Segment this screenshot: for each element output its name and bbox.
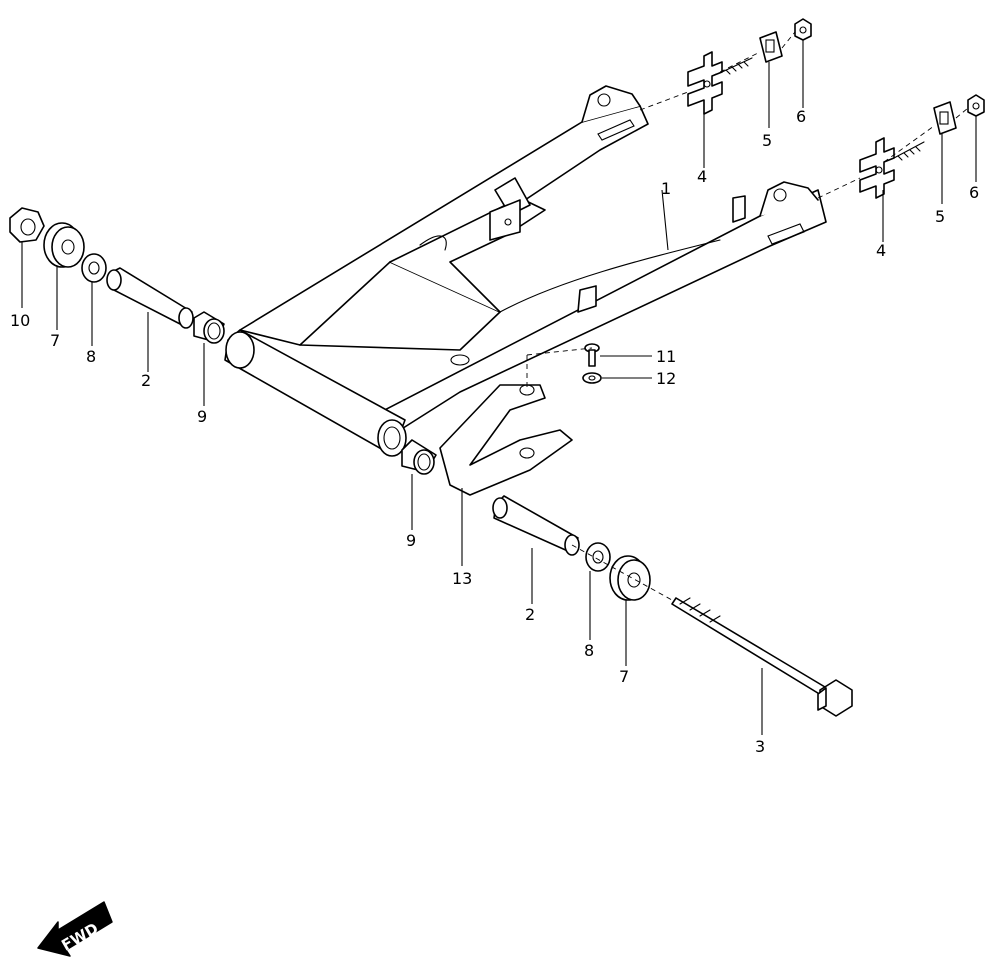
axis-line: [571, 544, 673, 601]
leader-lines: [21, 40, 977, 735]
collar-7-left: [43, 222, 85, 268]
callout-8-left: 8: [86, 347, 96, 366]
washer-8-left: [81, 253, 107, 283]
pivot-sleeve-2-left: [106, 267, 194, 329]
callout-5-upper: 5: [762, 131, 772, 150]
adjuster-bolt-lower: [893, 141, 925, 159]
callout-4-upper: 4: [697, 167, 707, 186]
callout-8-right: 8: [584, 641, 594, 660]
callout-5-lower: 5: [935, 207, 945, 226]
callout-12: 12: [656, 369, 676, 388]
needle-bearing-9-right: [401, 439, 437, 475]
washer-8-right: [585, 542, 611, 572]
callout-7-right: 7: [619, 667, 629, 686]
callout-labels: 1 2 2 3 4 4 5 5 6 6 7 7 8 8 9 9 10 11 12…: [10, 107, 979, 756]
callout-6-lower: 6: [969, 183, 979, 202]
screw-11: [584, 343, 600, 367]
callout-7-left: 7: [50, 331, 60, 350]
pivot-sleeve-2-right: [492, 495, 580, 556]
nut-10: [9, 207, 45, 243]
callout-4-lower: 4: [876, 241, 886, 260]
collar-7-right: [609, 555, 651, 601]
chain-slider: [439, 384, 573, 496]
callout-1: 1: [661, 179, 671, 198]
washer-12: [582, 372, 602, 384]
nut-6-lower: [967, 94, 985, 117]
callout-3: 3: [755, 737, 765, 756]
swingarm-frame: [224, 85, 827, 457]
chain-adjuster-4-lower: [859, 137, 895, 199]
nut-6-upper: [794, 18, 812, 41]
callout-11: 11: [656, 347, 676, 366]
callout-2-left: 2: [141, 371, 151, 390]
callout-9-left: 9: [197, 407, 207, 426]
callout-9-right: 9: [406, 531, 416, 550]
callout-13: 13: [452, 569, 472, 588]
chain-adjuster-4-upper: [687, 51, 723, 115]
pivot-bolt-3: [671, 597, 853, 717]
forward-arrow-icon: FWD: [37, 901, 113, 957]
adjuster-plate-5-lower: [933, 101, 957, 135]
adjuster-plate-5-upper: [759, 31, 783, 63]
adjuster-bolt-upper: [721, 57, 753, 73]
callout-2-right: 2: [525, 605, 535, 624]
callout-6-upper: 6: [796, 107, 806, 126]
needle-bearing-9-left: [193, 311, 225, 344]
callout-10: 10: [10, 311, 30, 330]
